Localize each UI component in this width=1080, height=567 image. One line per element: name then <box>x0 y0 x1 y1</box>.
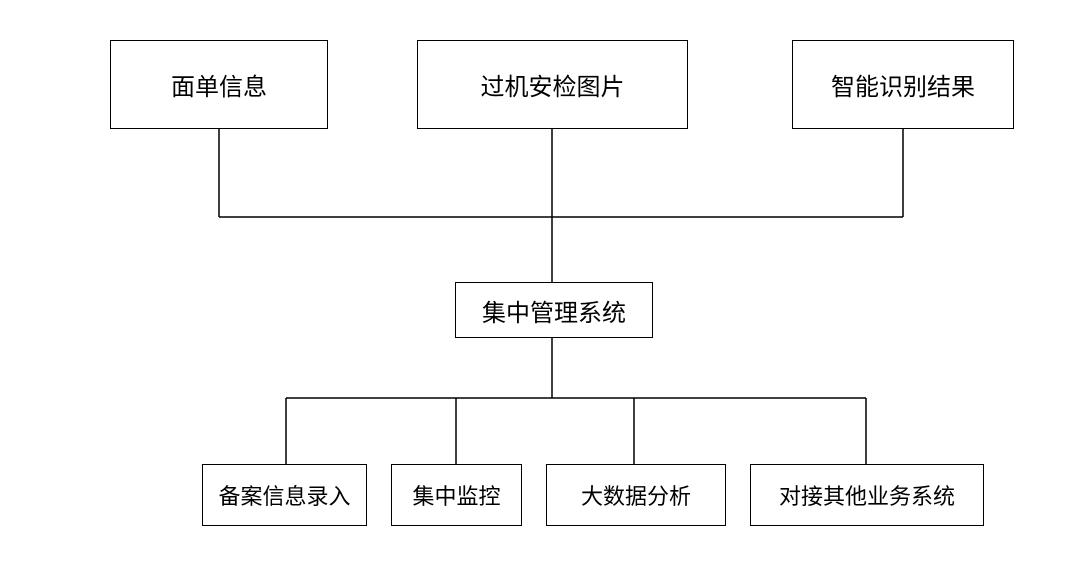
node-other-business-systems: 对接其他业务系统 <box>750 464 984 526</box>
node-label: 大数据分析 <box>580 485 691 510</box>
node-big-data-analysis: 大数据分析 <box>546 464 726 526</box>
node-label: 对接其他业务系统 <box>778 485 955 510</box>
node-label: 备案信息录入 <box>218 485 351 510</box>
node-label: 过机安检图片 <box>480 73 625 101</box>
node-label: 智能识别结果 <box>831 73 975 101</box>
node-smart-recognition-results: 智能识别结果 <box>792 40 1014 129</box>
node-label: 集中管理系统 <box>482 298 626 327</box>
node-label: 面单信息 <box>171 73 267 101</box>
node-central-monitoring: 集中监控 <box>391 464 522 526</box>
node-waybill-info: 面单信息 <box>110 40 328 129</box>
node-security-scan-images: 过机安检图片 <box>417 40 688 129</box>
node-record-entry: 备案信息录入 <box>202 464 367 526</box>
node-label: 集中监控 <box>412 485 501 510</box>
node-central-management-system: 集中管理系统 <box>455 282 653 338</box>
